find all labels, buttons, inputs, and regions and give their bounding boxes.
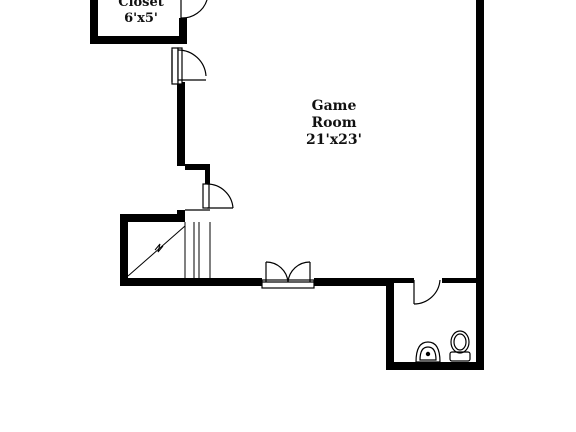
closet-left-wall bbox=[90, 0, 98, 44]
closet-name: Closet bbox=[118, 0, 164, 10]
closet-label: Closet 6'x5' bbox=[104, 0, 178, 27]
double-doors bbox=[261, 261, 315, 289]
toilet-icon bbox=[449, 330, 471, 362]
bathroom-top-wall-right bbox=[442, 278, 476, 283]
game-room-name-line2: Room bbox=[311, 115, 357, 131]
game-room-dimensions: 21'x23' bbox=[306, 132, 362, 148]
alcove-top-wall bbox=[185, 164, 209, 170]
walls bbox=[90, 0, 484, 370]
game-room-label: Game Room 21'x23' bbox=[296, 98, 372, 149]
right-wall bbox=[476, 0, 484, 370]
bottom-wall-left bbox=[120, 278, 262, 286]
bathroom-left-wall bbox=[386, 278, 394, 370]
bathroom-top-wall-left bbox=[394, 278, 414, 283]
alcove-door bbox=[185, 183, 234, 211]
left-wall-upper bbox=[177, 82, 185, 166]
stair-top-wall bbox=[120, 214, 185, 222]
closet-door bbox=[180, 0, 208, 19]
closet-right-wall bbox=[179, 18, 187, 44]
left-wall-door bbox=[171, 47, 207, 85]
bathroom-door bbox=[413, 279, 441, 305]
bathroom-bottom-wall bbox=[386, 362, 484, 370]
stair-left-wall bbox=[120, 214, 128, 286]
alcove-right-wall bbox=[205, 164, 210, 184]
bottom-wall-right bbox=[314, 278, 394, 286]
closet-dimensions: 6'x5' bbox=[124, 11, 158, 26]
staircase bbox=[127, 222, 211, 278]
closet-bottom-wall bbox=[90, 36, 187, 44]
sink-icon bbox=[415, 341, 441, 363]
game-room-name-line1: Game bbox=[311, 98, 357, 114]
